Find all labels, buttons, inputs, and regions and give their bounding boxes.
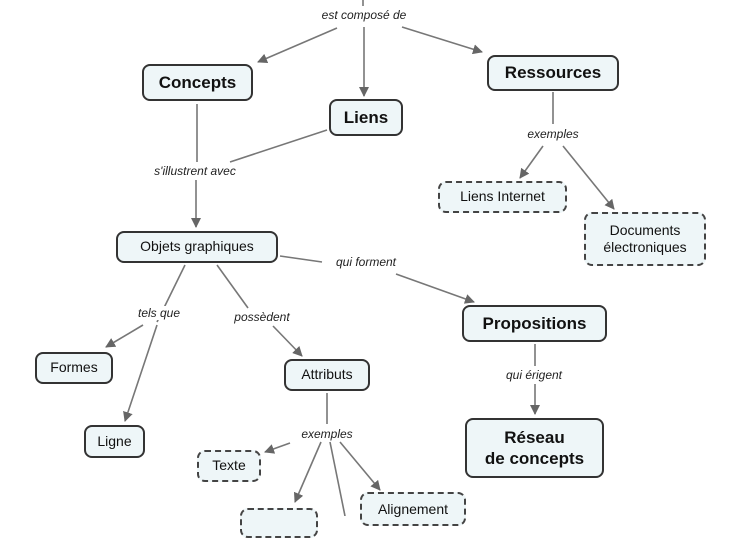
node-label: Liens Internet (460, 188, 545, 205)
node-label: de concepts (484, 449, 585, 468)
node-label: Alignement (377, 501, 449, 517)
node-label: Réseau (504, 427, 565, 447)
node-concepts[interactable]: Concepts (142, 64, 253, 101)
node-label: Formes (50, 359, 98, 376)
node-label: Liens (343, 107, 389, 127)
connector-lines (105, 0, 615, 516)
node-partial[interactable] (240, 508, 318, 538)
link-label: s'illustrent avec (154, 164, 236, 178)
node-label: Documents (609, 221, 681, 238)
link-label: qui érigent (505, 368, 563, 382)
node-label: Ligne (97, 432, 132, 449)
node-label: électroniques (603, 239, 687, 255)
link-label: exemples (301, 427, 353, 441)
node-alignement[interactable]: Alignement (360, 492, 466, 526)
node-label: Texte (212, 457, 246, 474)
link-label: exemples (527, 127, 579, 141)
node-label: Concepts (158, 72, 237, 92)
node-texte[interactable]: Texte (197, 450, 261, 482)
node-formes[interactable]: Formes (35, 352, 113, 384)
link-label: est composé de (321, 8, 407, 22)
node-ligne[interactable]: Ligne (84, 425, 145, 458)
node-objets-graphiques[interactable]: Objets graphiques (116, 231, 278, 263)
node-label: Ressources (504, 63, 602, 83)
node-label: Propositions (482, 313, 587, 333)
node-liens-internet[interactable]: Liens Internet (438, 181, 567, 213)
node-ressources[interactable]: Ressources (487, 55, 619, 91)
node-propositions[interactable]: Propositions (462, 305, 607, 342)
link-label: possèdent (234, 310, 290, 324)
node-label: Objets graphiques (140, 238, 254, 255)
node-reseau-de-concepts[interactable]: Réseau de concepts (465, 418, 604, 478)
link-label: qui forment (335, 255, 397, 269)
node-liens[interactable]: Liens (329, 99, 403, 136)
link-label: tels que (137, 306, 181, 320)
node-attributs[interactable]: Attributs (284, 359, 370, 391)
node-label: Attributs (301, 366, 353, 383)
